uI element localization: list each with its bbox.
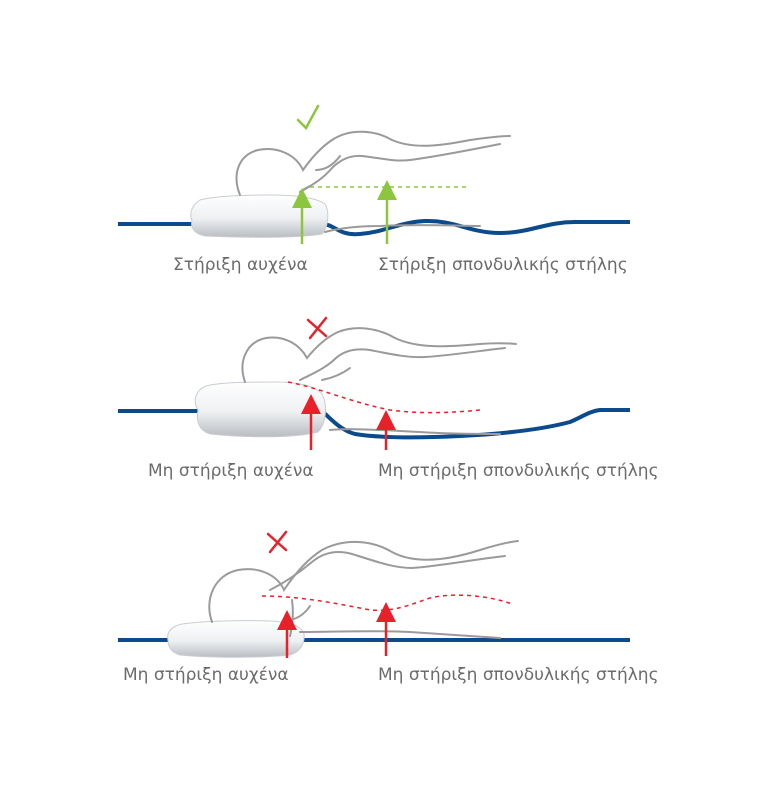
- cross-icon: [306, 316, 328, 340]
- alignment-line: [287, 381, 481, 414]
- neck-label: Μη στήριξη αυχένα: [123, 665, 289, 685]
- spine-label: Μη στήριξη σπονδυλικής στήλης: [378, 461, 659, 481]
- person-silhouette: [241, 327, 517, 435]
- panel-unsupported-low-pillow: Μη στήριξη αυχένα Μη στήριξη σπονδυλικής…: [118, 530, 659, 685]
- checkmark-icon: [296, 104, 320, 131]
- neck-label: Στήριξη αυχένα: [173, 255, 308, 275]
- spine-label: Στήριξη σπονδυλικής στήλης: [378, 255, 628, 275]
- mattress-line: [118, 218, 630, 237]
- spine-label: Μη στήριξη σπονδυλικής στήλης: [378, 665, 659, 685]
- pillow: [167, 620, 305, 658]
- pillow: [190, 194, 329, 238]
- neck-label: Μη στήριξη αυχένα: [148, 461, 314, 481]
- person-silhouette: [208, 540, 519, 639]
- panel-supported: Στήριξη αυχένα Στήριξη σπονδυλικής στήλη…: [118, 104, 630, 275]
- person-silhouette: [235, 130, 511, 233]
- cross-icon: [266, 530, 288, 554]
- alignment-line: [261, 594, 513, 612]
- mattress-line: [118, 408, 630, 440]
- panel-unsupported-soft: Μη στήριξη αυχένα Μη στήριξη σπονδυλικής…: [118, 316, 659, 481]
- pillow: [194, 381, 326, 438]
